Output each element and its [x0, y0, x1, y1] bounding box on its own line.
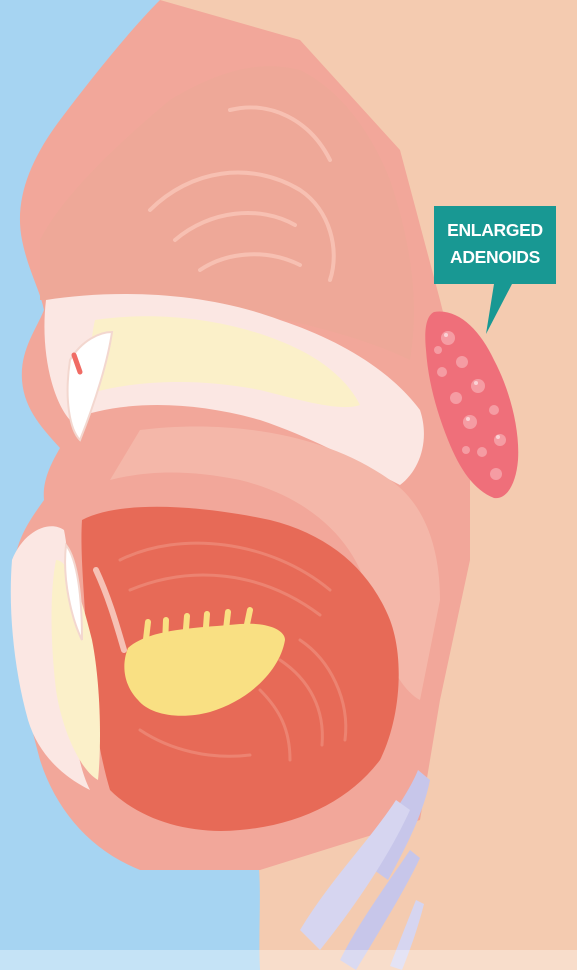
callout-line-1: ENLARGED [447, 220, 543, 240]
callout-line-2: ADENOIDS [450, 247, 540, 267]
bottom-fade [0, 950, 577, 970]
